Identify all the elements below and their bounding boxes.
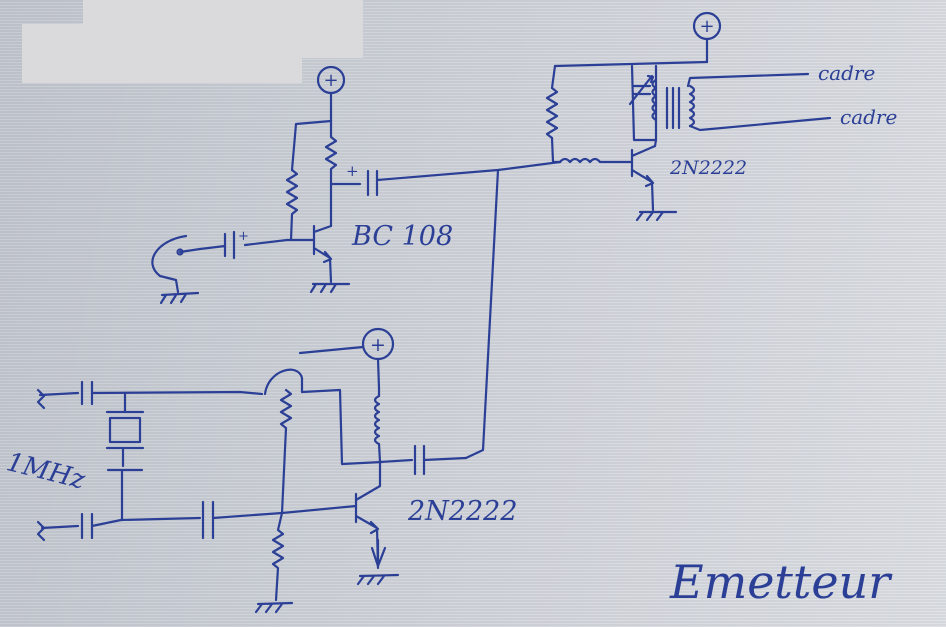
crystal-1mhz [105,410,145,450]
audio-stage-wiring: + + [151,119,562,305]
oscillator-stage-wiring [36,368,468,614]
transistor-q2-2n2222 [354,460,382,570]
label-q3-2n2222: 2N2222 [669,157,747,179]
trimmer-capacitor [628,74,655,106]
ground-symbol-q1 [309,282,351,294]
ground-symbol-osc-bias [254,601,294,614]
coil-output-inductor [558,157,634,164]
label-bc108: BC 108 [351,221,453,252]
resistor-bc108-collector [324,119,338,228]
redaction-block-bottom [22,24,302,83]
capacitor-crystal-top [80,380,264,406]
input-terminal-bottom [36,520,80,542]
label-q2-2n2222: 2N2222 [407,496,518,527]
resistor-osc-bias-top [263,368,304,515]
label-antenna-cadre-2: cadre [840,105,897,129]
capacitor-coupling-audio [366,160,562,197]
capacitor-mic-input [198,230,289,260]
svg-text:+: + [346,162,359,180]
supply-plus-right: + [692,11,722,64]
label-crystal-frequency: 1MHz [3,447,88,495]
input-terminal-top [36,388,80,410]
svg-text:+: + [699,16,714,37]
svg-text:+: + [238,229,249,244]
transformer-core [665,86,681,130]
ground-symbol-q2 [356,573,400,586]
capacitor-crystal-bottom [80,512,123,540]
coil-tank [651,78,658,122]
signal-link-wire [464,168,500,460]
svg-text:+: + [323,70,338,91]
transistor-q1-bc108 [285,224,333,284]
output-stage-wiring [545,60,832,222]
supply-plus-middle: + [316,65,346,123]
transistor-q3-output [630,144,657,212]
capacitor-base-coupling [201,500,284,540]
capacitor-oscillator-output [378,444,468,476]
resistor-bc108-bias [285,168,299,242]
label-title-emetteur: Emetteur [669,555,893,609]
coil-antenna-secondary [688,84,696,128]
resistor-osc-bias-bottom [271,511,285,602]
svg-text:+: + [370,334,386,356]
coil-oscillator-collector [373,386,382,464]
antenna-lead-2 [688,116,832,132]
supply-plus-bottom: + [298,327,395,390]
ground-symbol-q3 [635,210,678,222]
antenna-lead-1 [686,72,810,88]
label-antenna-cadre-1: cadre [818,61,875,85]
resistor-output-bias [545,86,559,140]
mic-input-jack [151,234,202,294]
ground-symbol-mic [159,291,200,305]
